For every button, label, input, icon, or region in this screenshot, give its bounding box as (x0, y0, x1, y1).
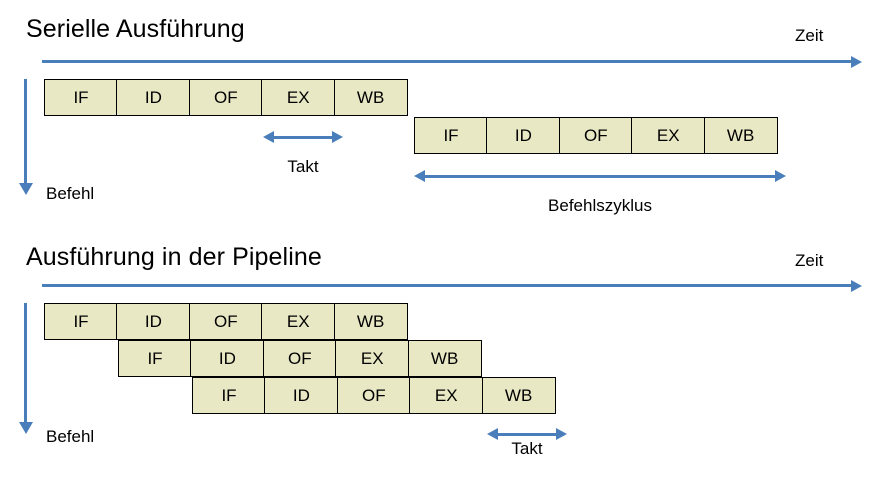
instruction-axis-line-pipeline (24, 303, 27, 423)
time-axis-line-serial (42, 60, 852, 63)
takt-arrow-head-right-serial (332, 131, 343, 143)
stage-cell: ID (190, 340, 265, 377)
stage-cell: IF (118, 340, 192, 377)
takt-measure-arrow-pipeline (487, 427, 567, 441)
instruction-row: IF ID OF EX WB (44, 79, 408, 116)
instruction-axis-line-serial (24, 79, 27, 184)
time-axis-label-pipeline: Zeit (795, 251, 824, 270)
befehlszyklus-measure-arrow (414, 169, 786, 183)
stage-cell: OF (188, 79, 263, 116)
instruction-row: IF ID OF EX WB (44, 303, 408, 340)
takt-arrow-head-left-pipeline (487, 428, 498, 440)
stage-cell: IF (192, 377, 266, 414)
stage-cell: OF (262, 340, 337, 377)
takt-arrow-head-right-pipeline (556, 428, 567, 440)
stage-cell: EX (409, 377, 484, 414)
stage-cell: WB (481, 377, 556, 414)
section-title-serial: Serielle Ausführung (26, 15, 245, 43)
stage-cell: OF (558, 117, 633, 154)
takt-arrow-line-pipeline (496, 432, 558, 436)
takt-arrow-head-left-serial (263, 131, 274, 143)
instruction-axis-arrow-head-serial (18, 183, 33, 195)
stage-cell: WB (703, 117, 778, 154)
takt-label-serial: Takt (287, 157, 319, 176)
instruction-axis-label-serial: Befehl (46, 184, 95, 203)
stage-cell: ID (486, 117, 561, 154)
stage-cell: WB (333, 303, 408, 340)
time-axis-line-pipeline (42, 284, 852, 287)
stage-cell: EX (335, 340, 410, 377)
stage-cell: IF (44, 303, 118, 340)
befehlszyklus-label: Befehlszyklus (548, 196, 652, 215)
befehlszyklus-arrow-head-left (414, 170, 425, 182)
stage-cell: IF (414, 117, 488, 154)
stage-cell: IF (44, 79, 118, 116)
befehlszyklus-arrow-line (423, 174, 777, 178)
stage-cell: EX (261, 303, 336, 340)
instruction-axis-label-pipeline: Befehl (46, 427, 95, 446)
stage-cell: WB (407, 340, 482, 377)
instruction-row: IF ID OF EX WB (118, 340, 482, 377)
stage-cell: OF (336, 377, 411, 414)
takt-arrow-line-serial (272, 135, 334, 139)
takt-measure-arrow-serial (263, 130, 343, 144)
stage-cell: ID (116, 79, 191, 116)
stage-cell: OF (188, 303, 263, 340)
time-axis-arrow-head-serial (851, 55, 862, 68)
takt-label-pipeline: Takt (511, 439, 543, 458)
instruction-row: IF ID OF EX WB (192, 377, 556, 414)
stage-cell: EX (261, 79, 336, 116)
time-axis-arrow-head-pipeline (851, 279, 862, 292)
stage-cell: ID (116, 303, 191, 340)
stage-cell: WB (333, 79, 408, 116)
time-axis-label-serial: Zeit (795, 26, 824, 45)
instruction-row: IF ID OF EX WB (414, 117, 778, 154)
section-title-pipeline: Ausführung in der Pipeline (26, 243, 322, 271)
befehlszyklus-arrow-head-right (775, 170, 786, 182)
stage-cell: EX (631, 117, 706, 154)
stage-cell: ID (264, 377, 339, 414)
instruction-axis-arrow-head-pipeline (18, 422, 33, 434)
